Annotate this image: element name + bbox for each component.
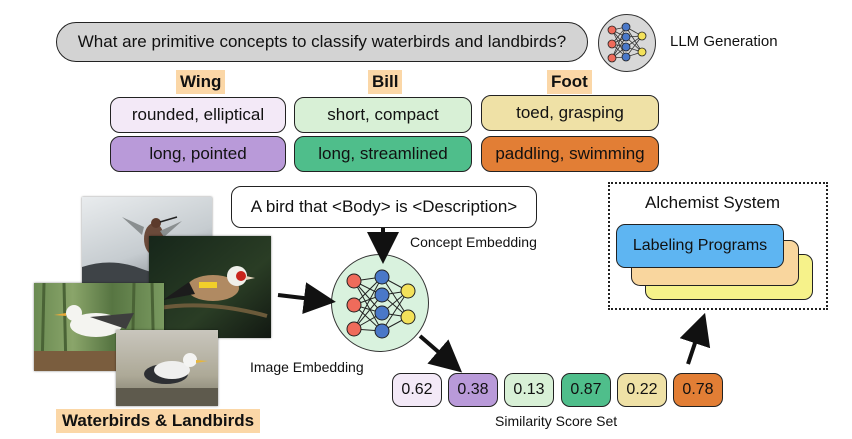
concept-template-text: A bird that <Body> is <Description> xyxy=(250,197,518,216)
image-embedding-label: Image Embedding xyxy=(250,359,364,375)
labeling-programs-label: Labeling Programs xyxy=(632,237,768,254)
score-foot-primary: 0.22 xyxy=(617,373,667,407)
category-bill: Bill xyxy=(368,70,403,94)
foot-concept-primary: toed, grasping xyxy=(481,95,659,131)
llm-network-icon xyxy=(598,14,656,72)
gull-photo xyxy=(116,330,218,406)
wing-secondary-text: long, pointed xyxy=(149,144,247,163)
question-text: What are primitive concepts to classify … xyxy=(77,32,567,51)
bill-primary-text: short, compact xyxy=(327,105,439,124)
score-foot-secondary: 0.78 xyxy=(673,373,723,407)
question-bar: What are primitive concepts to classify … xyxy=(56,22,588,62)
bill-concept-secondary: long, streamlined xyxy=(294,136,472,172)
score-wing-primary: 0.62 xyxy=(392,373,442,407)
bill-secondary-text: long, streamlined xyxy=(318,144,448,163)
foot-secondary-text: paddling, swimming xyxy=(495,144,645,163)
category-wing: Wing xyxy=(176,70,226,94)
score-bill-primary: 0.13 xyxy=(504,373,554,407)
dataset-label: Waterbirds & Landbirds xyxy=(56,409,261,433)
wing-concept-primary: rounded, elliptical xyxy=(110,97,286,133)
wing-primary-text: rounded, elliptical xyxy=(131,105,265,124)
goldfinch-photo xyxy=(149,236,271,338)
foot-concept-secondary: paddling, swimming xyxy=(481,136,659,172)
similarity-score-label: Similarity Score Set xyxy=(495,413,618,429)
llm-generation-label: LLM Generation xyxy=(670,33,778,50)
concept-template-box: A bird that <Body> is <Description> xyxy=(231,186,537,228)
bill-concept-primary: short, compact xyxy=(294,97,472,133)
embedding-network-icon xyxy=(331,254,429,352)
arrow-images-to-network xyxy=(277,282,336,314)
score-wing-secondary: 0.38 xyxy=(448,373,498,407)
category-foot: Foot xyxy=(547,70,592,94)
score-bill-secondary: 0.87 xyxy=(561,373,611,407)
foot-primary-text: toed, grasping xyxy=(516,103,624,122)
concept-embedding-label: Concept Embedding xyxy=(410,234,537,250)
llm-network-graphic xyxy=(607,22,647,63)
arrow-scores-to-system xyxy=(679,312,711,365)
labeling-programs-card: Labeling Programs xyxy=(616,224,784,268)
wing-concept-secondary: long, pointed xyxy=(110,136,286,172)
alchemist-system-title: Alchemist System xyxy=(645,193,781,212)
embedding-network-graphic xyxy=(346,269,416,339)
arrow-network-to-scores xyxy=(418,334,463,373)
